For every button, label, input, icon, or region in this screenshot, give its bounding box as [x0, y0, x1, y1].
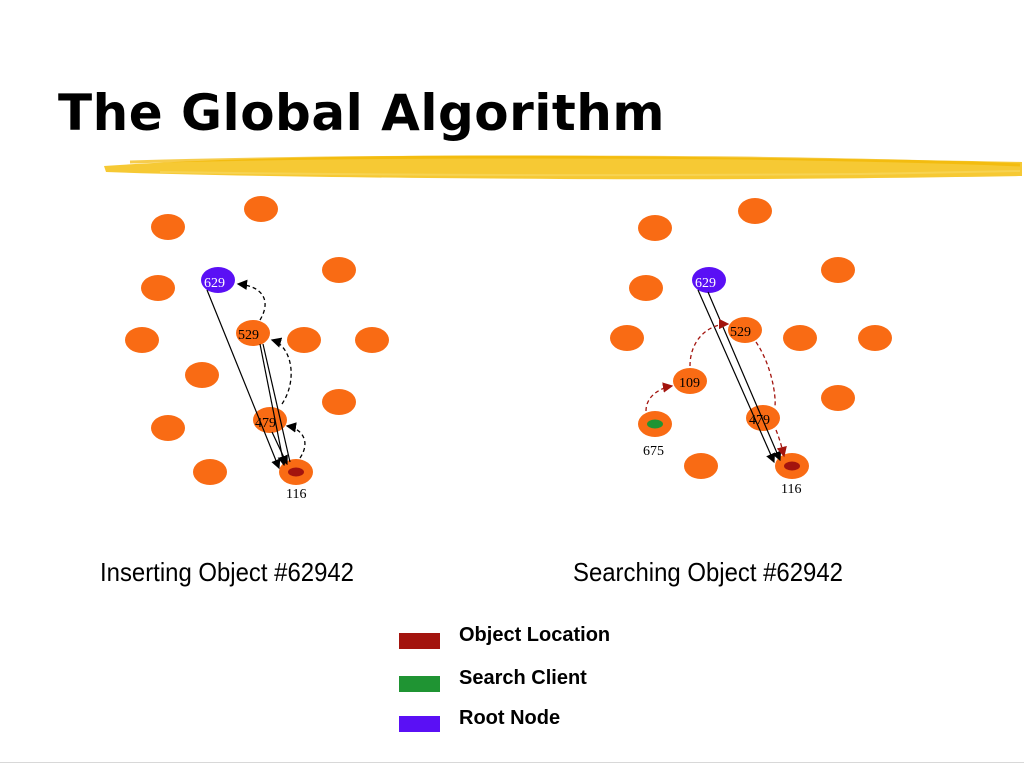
node-109	[673, 368, 707, 394]
node-529	[728, 317, 762, 343]
pointer-line	[262, 343, 291, 463]
node	[244, 196, 278, 222]
node-label: 529	[238, 328, 259, 343]
node	[638, 215, 672, 241]
legend-item-search-client: Search Client	[399, 667, 719, 697]
search-path	[755, 341, 776, 407]
search-path	[775, 429, 787, 458]
node-label: 629	[204, 276, 225, 291]
node	[610, 325, 644, 351]
node	[322, 257, 356, 283]
node	[151, 415, 185, 441]
slide-title: The Global Algorithm	[58, 84, 665, 142]
highlighter-stroke	[104, 155, 1022, 180]
node	[151, 214, 185, 240]
node	[684, 453, 718, 479]
publish-path	[285, 422, 306, 459]
node	[629, 275, 663, 301]
publish-path	[270, 337, 292, 405]
legend-item-object-location: Object Location	[399, 624, 719, 654]
node-479	[746, 405, 780, 431]
pointer-line	[271, 431, 288, 466]
node-label: 116	[781, 482, 801, 497]
search-client-swatch	[399, 676, 440, 692]
node-label: 479	[255, 416, 276, 431]
node-label: 116	[286, 487, 306, 502]
node-529	[236, 320, 270, 346]
node-label: 675	[643, 444, 664, 459]
node	[193, 459, 227, 485]
publish-path	[236, 279, 266, 321]
root-node-swatch	[399, 716, 440, 732]
object-location-swatch	[399, 633, 440, 649]
node	[783, 325, 817, 351]
node	[141, 275, 175, 301]
node	[738, 198, 772, 224]
network-diagram: 629 529 479 116 629 529 109 479	[125, 196, 892, 502]
pointer-line	[697, 289, 775, 464]
search-diagram: 629 529 109 479 675 116	[610, 198, 892, 497]
legend-label: Object Location	[459, 624, 611, 646]
node	[821, 257, 855, 283]
node-label: 479	[749, 413, 770, 428]
insert-diagram: 629 529 479 116	[125, 196, 389, 502]
search-path	[689, 318, 730, 367]
search-caption: Searching Object #62942	[573, 557, 843, 587]
node	[821, 385, 855, 411]
legend-label: Search Client	[459, 667, 587, 689]
pointer-line	[206, 289, 281, 470]
node	[185, 362, 219, 388]
pointer-line	[259, 343, 288, 467]
node	[125, 327, 159, 353]
search-client-marker	[647, 419, 663, 429]
legend-label: Root Node	[459, 707, 561, 729]
object-location-marker	[288, 467, 304, 477]
node	[287, 327, 321, 353]
node	[322, 389, 356, 415]
insert-caption: Inserting Object #62942	[100, 557, 354, 587]
legend-item-root-node: Root Node	[399, 707, 719, 737]
root-node	[692, 267, 726, 293]
node-label: 529	[730, 325, 751, 340]
node	[355, 327, 389, 353]
object-location-marker	[784, 461, 800, 471]
node-label: 109	[679, 376, 700, 391]
search-path	[645, 382, 674, 412]
node	[858, 325, 892, 351]
root-node	[201, 267, 235, 293]
footer-rule	[0, 762, 1024, 763]
node-label: 629	[695, 276, 716, 291]
